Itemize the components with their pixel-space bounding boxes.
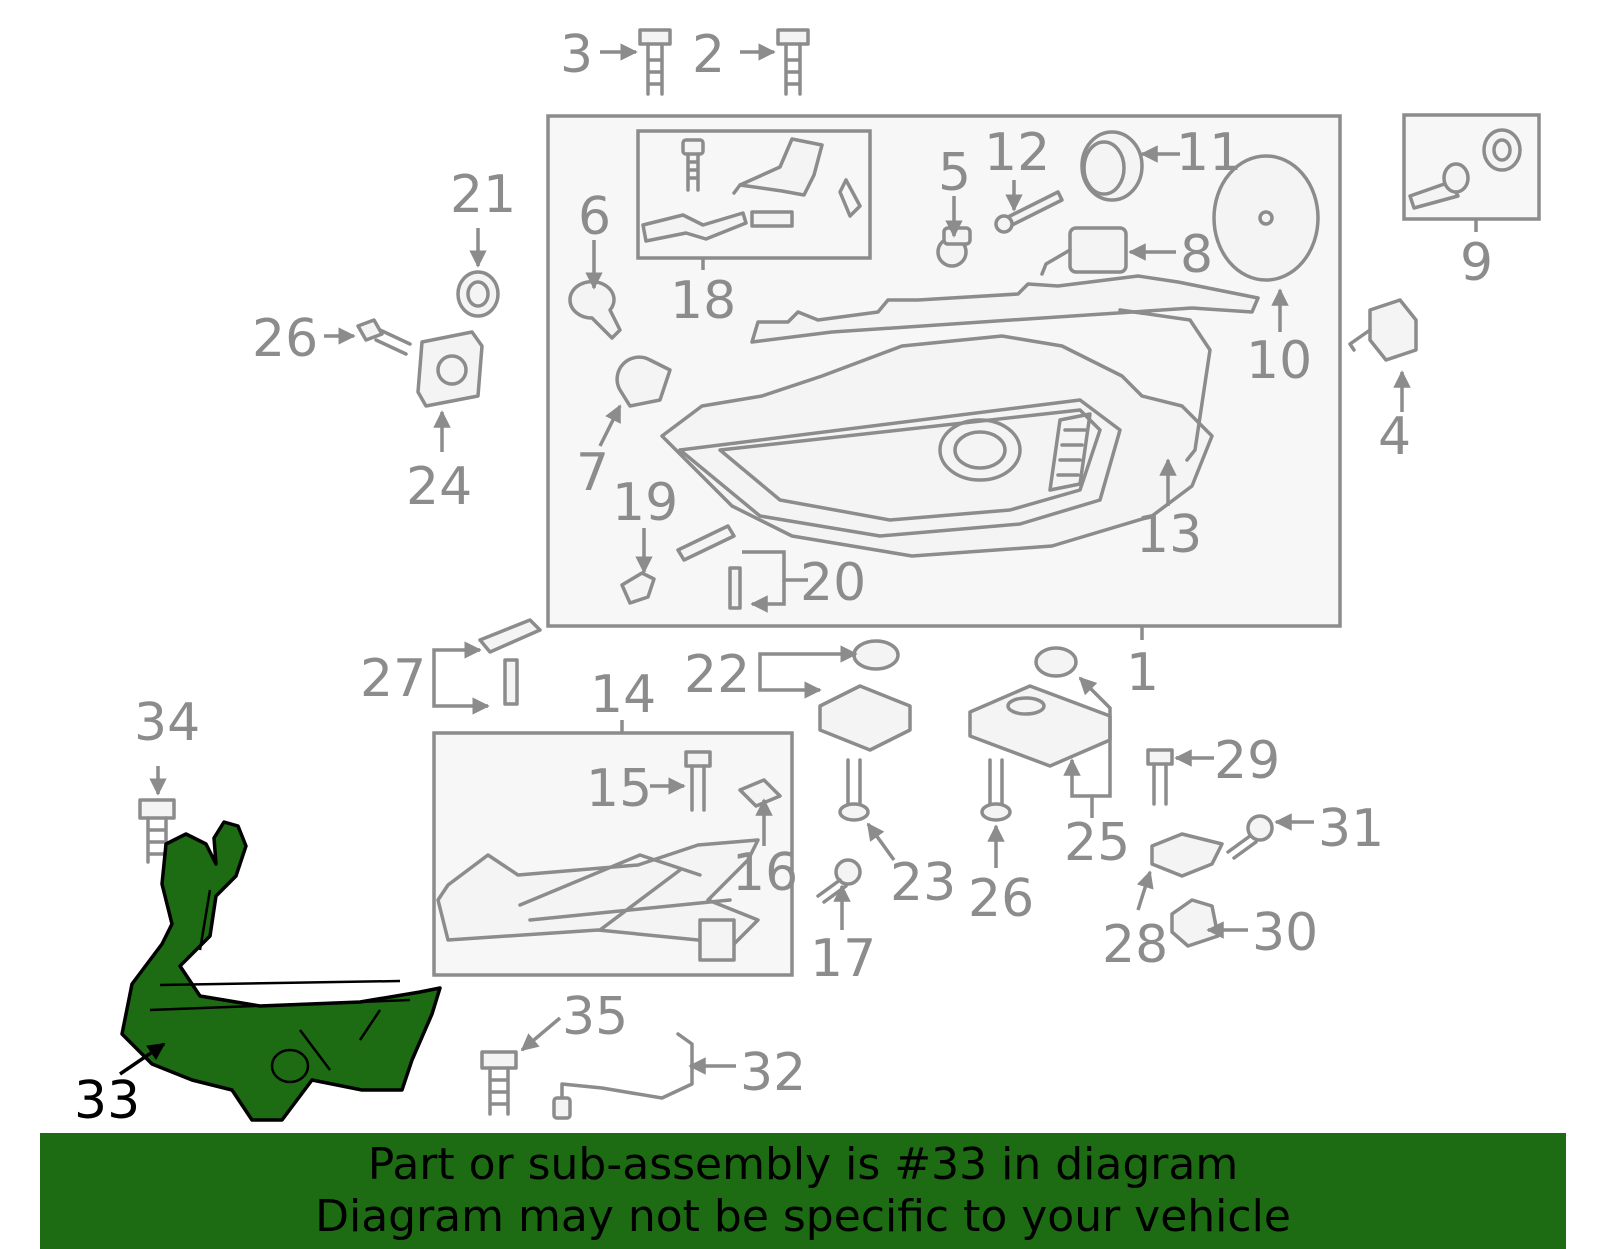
- bulb-19: [620, 571, 656, 605]
- callout-17: 17: [810, 929, 876, 989]
- hose-32: [552, 1032, 694, 1120]
- callout-32: 32: [740, 1043, 806, 1103]
- bolt-17: [816, 858, 862, 904]
- callout-labels: 1 2 3 4 5 6 7 8 9 10 11 12 13 14 15 16 1…: [74, 25, 1493, 1131]
- callout-28: 28: [1102, 915, 1168, 975]
- banner-line-1: Part or sub-assembly is #33 in diagram: [367, 1139, 1239, 1190]
- bolt-3: [638, 28, 672, 96]
- connector-4: [1348, 298, 1418, 362]
- highlighted-part-33: [120, 820, 442, 1122]
- bolt-29: [1146, 748, 1174, 806]
- headlamp-housing: [660, 274, 1260, 558]
- grommet-21: [456, 270, 500, 318]
- callout-31: 31: [1318, 799, 1384, 859]
- bolt-34: [138, 798, 176, 864]
- bulb-6: [568, 279, 622, 340]
- cap-10: [1212, 154, 1320, 282]
- callout-14: 14: [590, 665, 656, 725]
- callout-30: 30: [1252, 903, 1318, 963]
- info-banner: Part or sub-assembly is #33 in diagram D…: [40, 1133, 1566, 1249]
- callout-24: 24: [406, 457, 472, 517]
- bolt-35: [480, 1050, 518, 1116]
- callout-34: 34: [134, 693, 200, 753]
- seal-22: [818, 639, 912, 752]
- control-module-25: [968, 646, 1112, 768]
- clip-kit-9-parts: [1408, 128, 1522, 210]
- callout-33: 33: [74, 1071, 140, 1131]
- bracket-28: [1150, 832, 1224, 878]
- bolt-2: [776, 28, 810, 96]
- callout-8: 8: [1180, 225, 1213, 285]
- callout-15: 15: [586, 759, 652, 819]
- callout-29: 29: [1214, 731, 1280, 791]
- callout-7: 7: [576, 443, 609, 503]
- leader-lines: [119, 43, 1411, 1076]
- callout-13: 13: [1136, 505, 1202, 565]
- callout-20: 20: [800, 553, 866, 613]
- callout-21: 21: [450, 165, 516, 225]
- callout-4: 4: [1378, 407, 1411, 467]
- callout-12: 12: [984, 123, 1050, 183]
- bulb-8: [1040, 226, 1128, 276]
- nut-30: [1170, 898, 1220, 948]
- callout-26-right: 26: [968, 869, 1034, 929]
- callout-3: 3: [560, 25, 593, 85]
- callout-22: 22: [684, 645, 750, 705]
- callout-6: 6: [578, 187, 611, 247]
- bolt-26-right: [980, 758, 1012, 822]
- callout-26-left: 26: [252, 309, 318, 369]
- bracket-14-part: [436, 838, 760, 962]
- bulb-12: [994, 190, 1064, 234]
- bulb-5: [936, 226, 972, 268]
- callout-23: 23: [890, 853, 956, 913]
- bracket-kit-box-18: [636, 129, 872, 260]
- bolt-23: [838, 758, 870, 822]
- motor-27: [478, 618, 542, 706]
- bolt-15: [684, 750, 712, 812]
- banner-line-2: Diagram may not be specific to your vehi…: [315, 1191, 1291, 1242]
- callout-18: 18: [670, 271, 736, 331]
- ballast-24: [416, 330, 484, 408]
- callout-5: 5: [938, 143, 971, 203]
- bolt-26-left: [356, 318, 412, 356]
- callout-2: 2: [692, 25, 725, 85]
- bolt-31: [1226, 814, 1274, 860]
- callout-16: 16: [732, 843, 798, 903]
- retainer-7: [615, 355, 672, 408]
- cap-11: [1080, 130, 1144, 202]
- bulb-20: [676, 524, 742, 610]
- callout-25: 25: [1064, 813, 1130, 873]
- callout-27: 27: [360, 649, 426, 709]
- callout-10: 10: [1246, 331, 1312, 391]
- callout-1: 1: [1126, 643, 1159, 703]
- callout-19: 19: [612, 473, 678, 533]
- bracket-kit-18-parts: [641, 137, 862, 243]
- callout-9: 9: [1460, 233, 1493, 293]
- callout-11: 11: [1176, 123, 1242, 183]
- callout-35: 35: [562, 987, 628, 1047]
